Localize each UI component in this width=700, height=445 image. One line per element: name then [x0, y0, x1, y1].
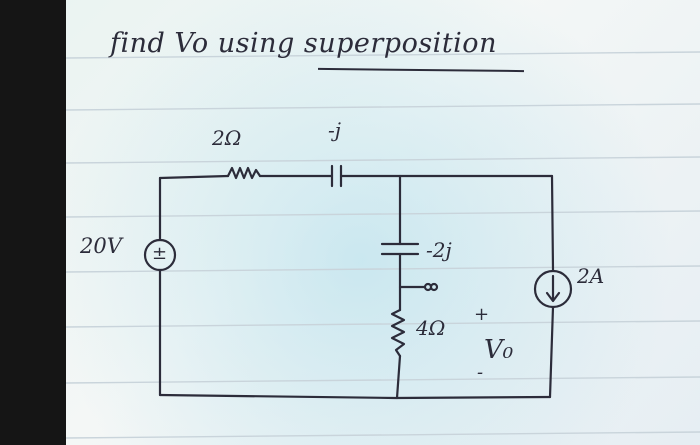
output-voltage-label: V₀: [484, 335, 514, 365]
wire-mid-bottom: [395, 354, 402, 400]
voltage-source-symbol: ±: [152, 243, 168, 264]
output-minus-sign: -: [477, 362, 484, 383]
question-title: find Vo using superposition: [110, 28, 497, 59]
resistor-4-ohm: [390, 308, 406, 358]
resistor-2-ohm-label: 2Ω: [212, 126, 242, 150]
wire-right-lower: [548, 305, 555, 399]
current-arrow: [545, 274, 561, 303]
current-source-label: 2A: [577, 264, 605, 288]
wire-top-left: [158, 174, 230, 180]
capacitor-minus-j-label: -j: [328, 118, 341, 142]
capacitor-minus-2j: [380, 242, 420, 256]
voltage-source-label: 20V: [80, 234, 122, 258]
dark-border: [0, 0, 66, 445]
ruled-lines: [66, 51, 700, 439]
output-plus-sign: +: [474, 304, 490, 325]
wire-bottom: [158, 393, 552, 400]
wire-right-upper: [550, 174, 555, 272]
resistor-2-ohm: [226, 166, 262, 180]
capacitor-minus-j: [330, 164, 343, 188]
capacitor-minus-2j-label: -2j: [426, 238, 452, 262]
resistor-4-ohm-label: 4Ω: [416, 316, 446, 340]
